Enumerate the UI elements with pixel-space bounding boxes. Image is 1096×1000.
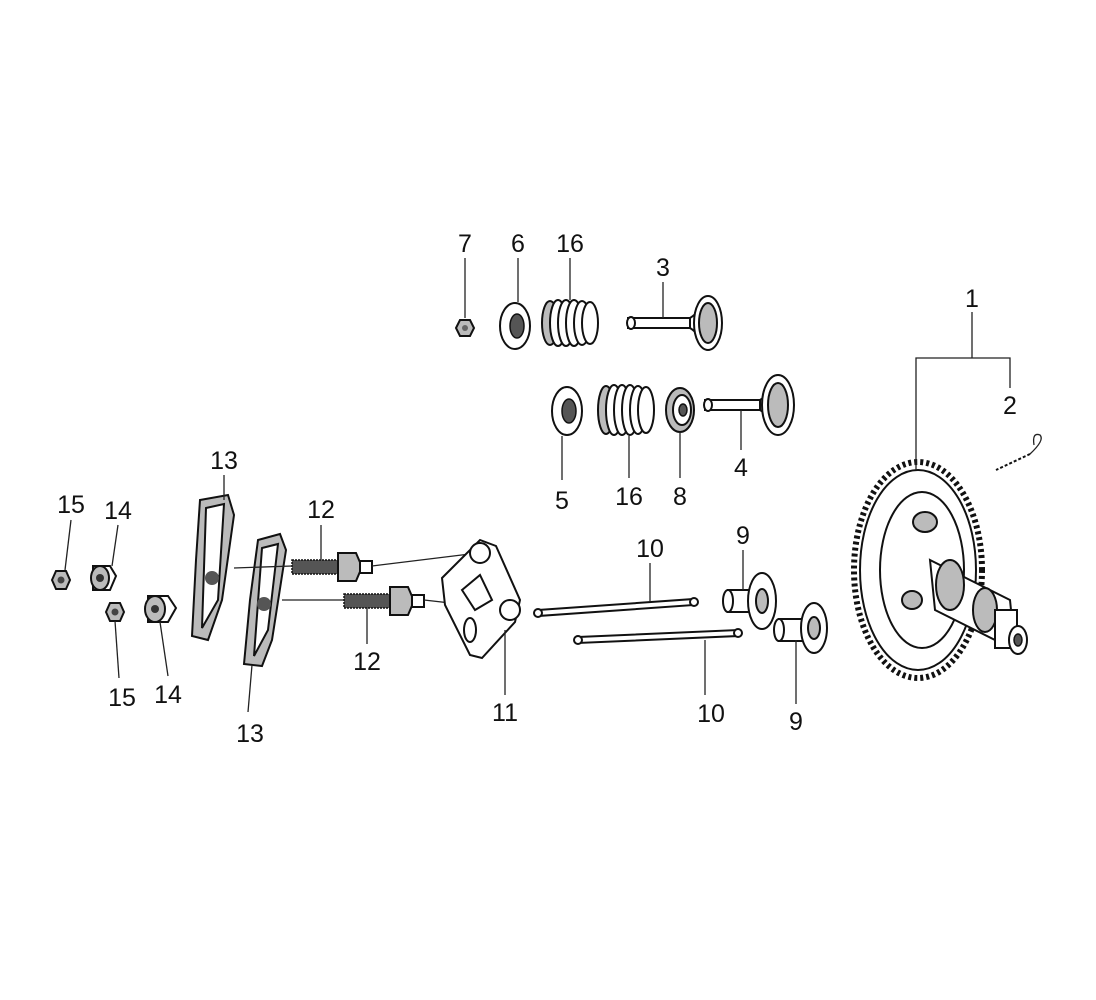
part-16-spring-upper [541,299,599,347]
part-15-nut-lower [104,602,126,622]
part-3-valve [626,295,723,351]
callout-4: 4 [734,454,748,482]
part-14-adjuster-lower [144,595,178,623]
part-13-rocker-arm-upper [190,493,236,642]
callout-12-lower: 12 [353,648,381,676]
callout-11: 11 [492,699,518,727]
part-8-valve-seal [665,387,695,433]
part-6-retainer [499,302,531,350]
callout-7: 7 [458,230,472,258]
part-11-guide-plate [440,538,522,660]
part-10-pushrod-lower [573,628,743,645]
part-14-adjuster-upper [90,565,118,591]
part-2-spring [995,433,1042,471]
callout-15-upper: 15 [57,491,85,519]
part-4-valve [703,374,795,436]
callout-9-lower: 9 [789,708,803,736]
part-10-pushrod-upper [533,597,699,618]
part-1-camshaft-gear [851,459,1028,681]
part-13-rocker-arm-lower [242,532,288,668]
part-9-tappet-lower [773,602,828,654]
part-16-spring-lower [597,384,655,436]
callout-10-upper: 10 [636,535,664,563]
callout-14-lower: 14 [154,681,182,709]
part-9-tappet-upper [722,572,777,630]
callout-labels: 7 6 16 3 1 2 5 16 8 4 13 15 14 12 10 9 1… [57,230,1017,748]
callout-6: 6 [511,230,525,258]
callout-14-upper: 14 [104,497,132,525]
part-15-nut-upper [50,570,72,590]
part-7-nut [454,319,476,337]
callout-9-upper: 9 [736,522,750,550]
part-12-stud-lower [282,586,513,616]
part-5-retainer [551,386,583,436]
callout-8: 8 [673,483,687,511]
callout-2: 2 [1003,392,1017,420]
callout-15-lower: 15 [108,684,136,712]
part-12-stud-upper [233,552,479,582]
callout-16-lower: 16 [615,483,643,511]
callout-13-lower: 13 [236,720,264,748]
callout-12-upper: 12 [307,496,335,524]
callout-1: 1 [965,285,979,313]
callout-13-upper: 13 [210,447,238,475]
callout-5: 5 [555,487,569,515]
callout-10-lower: 10 [697,700,725,728]
callout-16-upper: 16 [556,230,584,258]
leader-lines [64,258,1011,713]
callout-3: 3 [656,254,670,282]
